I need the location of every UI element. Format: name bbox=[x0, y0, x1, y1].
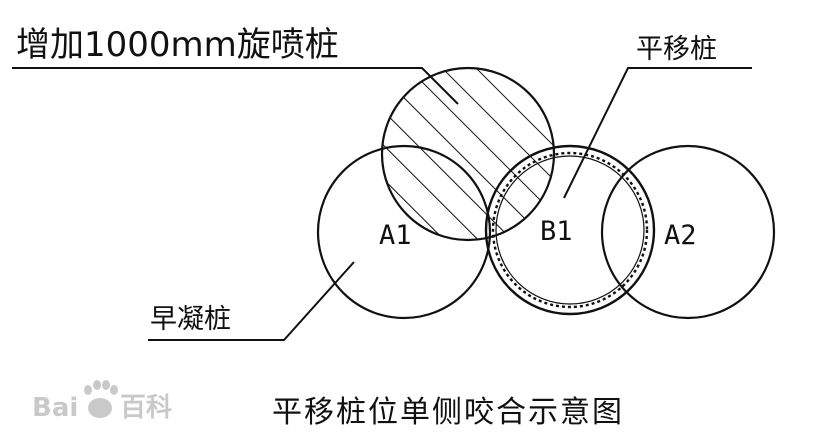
label-early-set-pile: 早凝桩 bbox=[150, 304, 231, 335]
label-pile-b1: B1 bbox=[540, 216, 573, 247]
paw-logo-icon bbox=[84, 380, 118, 418]
leader-line-shifted bbox=[563, 67, 752, 199]
pile-a2-circle bbox=[600, 144, 776, 320]
pile-b1-circle bbox=[484, 144, 656, 316]
leader-line-jet bbox=[12, 67, 459, 105]
diagram-caption: 平移桩位单侧咬合示意图 bbox=[272, 395, 624, 430]
svg-text:百科: 百科 bbox=[120, 393, 172, 423]
baidu-watermark: Bai 百科 bbox=[32, 380, 172, 423]
leader-line-early bbox=[148, 261, 355, 341]
label-pile-a2: A2 bbox=[664, 220, 697, 251]
label-pile-a1: A1 bbox=[379, 220, 412, 251]
pile-a1-circle bbox=[316, 144, 492, 320]
jet-grouting-pile bbox=[380, 66, 556, 242]
label-added-jet-pile: 增加1000mm旋喷桩 bbox=[16, 25, 339, 65]
label-shifted-pile: 平移桩 bbox=[636, 34, 717, 65]
svg-text:Bai: Bai bbox=[32, 393, 78, 423]
